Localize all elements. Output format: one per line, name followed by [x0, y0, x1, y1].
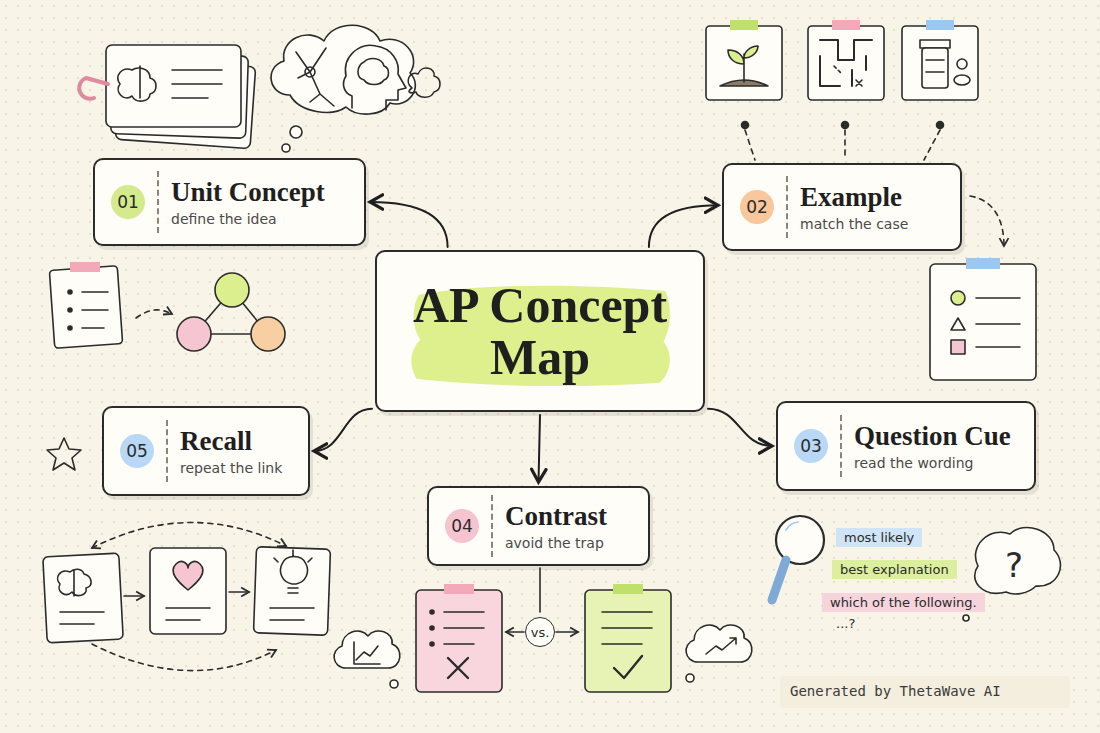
- step-hint: read the wording: [854, 455, 1011, 471]
- step-text: Contrast avoid the trap: [491, 495, 623, 556]
- vs-marker: vs.: [525, 617, 555, 647]
- connector-arrow: [370, 202, 448, 247]
- step-text: Example match the case: [786, 176, 924, 237]
- step-title: Contrast: [505, 501, 607, 532]
- step-box: 05 Recall repeat the link: [102, 406, 310, 496]
- connector-arrow: [708, 409, 772, 446]
- cue-tag: most likely: [836, 528, 922, 547]
- step-box: 04 Contrast avoid the trap: [427, 486, 650, 566]
- step-text: Recall repeat the link: [166, 420, 298, 481]
- step-hint: match the case: [800, 216, 908, 232]
- connector-arrow: [649, 205, 718, 247]
- step-title: Example: [800, 182, 908, 213]
- step-hint: avoid the trap: [505, 535, 607, 551]
- question-mark: ?: [1005, 545, 1023, 585]
- title-box: AP Concept Map: [375, 250, 705, 412]
- step-hint: define the idea: [171, 211, 325, 227]
- cue-tag: ...?: [836, 616, 855, 631]
- watermark: Generated by ThetaWave AI: [790, 683, 1001, 699]
- connector-arrow: [539, 415, 541, 482]
- step-box: 03 Question Cue read the wording: [776, 401, 1036, 491]
- step-number: 02: [740, 190, 774, 224]
- step-text: Unit Concept define the idea: [157, 171, 341, 232]
- step-number: 05: [120, 434, 154, 468]
- step-number: 04: [445, 509, 479, 543]
- step-text: Question Cue read the wording: [840, 415, 1027, 476]
- cue-tag: best explanation: [832, 560, 957, 579]
- step-hint: repeat the link: [180, 460, 282, 476]
- step-number: 03: [794, 429, 828, 463]
- step-box: 01 Unit Concept define the idea: [93, 158, 366, 246]
- map-title: AP Concept Map: [393, 279, 688, 384]
- step-title: Question Cue: [854, 421, 1011, 452]
- cue-tag: which of the following.: [822, 593, 985, 612]
- step-title: Recall: [180, 426, 282, 457]
- step-box: 02 Example match the case: [722, 163, 962, 251]
- step-number: 01: [111, 185, 145, 219]
- connector-arrow: [314, 409, 372, 451]
- step-title: Unit Concept: [171, 177, 325, 208]
